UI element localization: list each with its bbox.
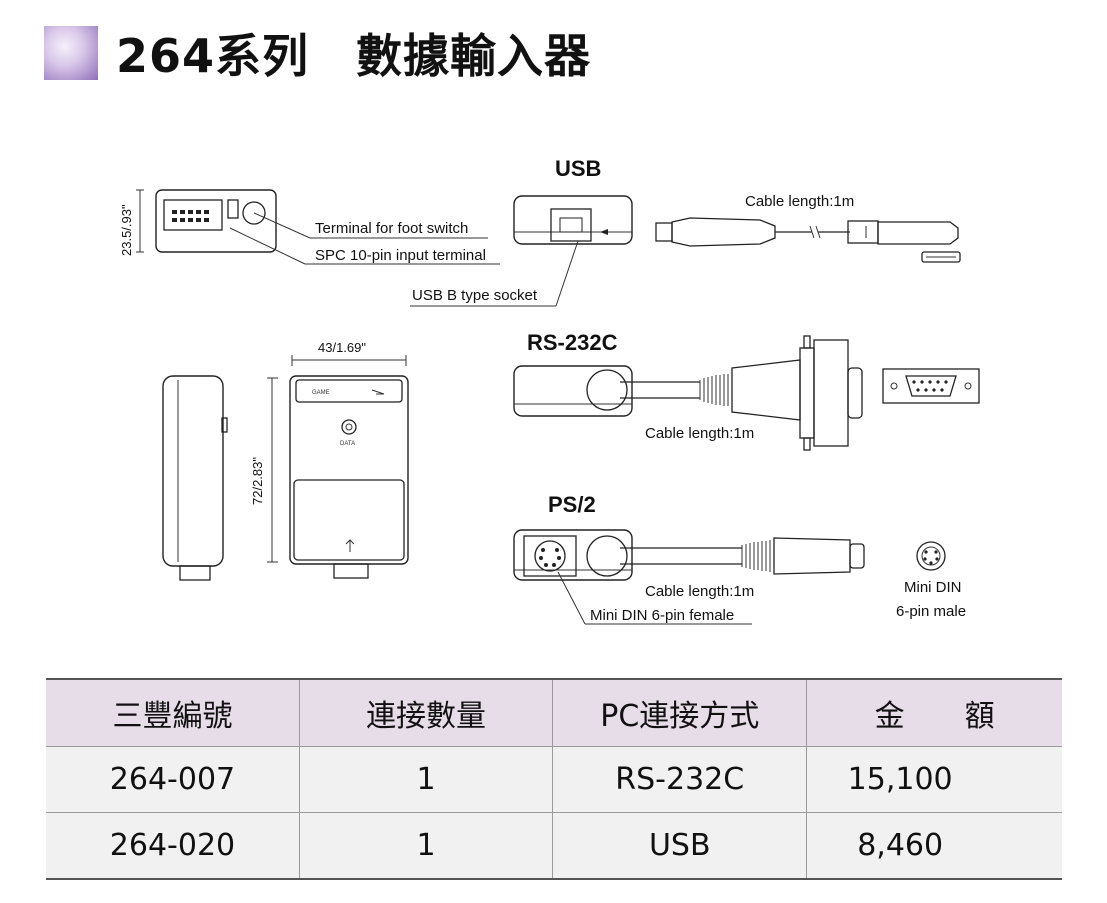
page-header: 264系列 數據輸入器 [44, 18, 591, 88]
product-diagram-svg: 23.5/.93" Terminal for foot switch SPC 1… [119, 156, 980, 625]
table-row: 264-020 1 USB 8,460 [46, 812, 1062, 880]
spc-terminal-label: SPC 10-pin input terminal [315, 247, 486, 264]
dim-width-label: 43/1.69" [318, 340, 366, 355]
cell-code: 264-007 [46, 746, 300, 813]
col-header-price: 金 額 [806, 678, 1062, 747]
dim-thickness-label: 23.5/.93" [119, 204, 134, 256]
col-header-qty: 連接數量 [298, 678, 554, 747]
panel-label-data: DATA [340, 441, 355, 447]
col-header-connection: PC連接方式 [552, 678, 808, 747]
cell-code: 264-020 [46, 812, 300, 880]
db9-connector-icon [882, 368, 980, 404]
foot-switch-label: Terminal for foot switch [315, 220, 468, 237]
ps2-heading: PS/2 [548, 492, 596, 517]
rs232-cable-length: Cable length:1m [645, 425, 754, 442]
usb-cable-length: Cable length:1m [745, 193, 854, 210]
page-title: 264系列 數據輸入器 [116, 29, 592, 83]
usb-a-plug-icon [921, 251, 961, 263]
ps2-device-end [513, 529, 865, 625]
usb-symbol-icon [345, 539, 355, 552]
table-header-row: 三豐編號 連接數量 PC連接方式 金 額 [46, 678, 1062, 747]
cell-price: 15,100 [806, 746, 1062, 813]
mini-din-female-label: Mini DIN 6-pin female [590, 607, 734, 624]
rs232-heading: RS-232C [527, 330, 618, 355]
product-diagram: 23.5/.93" Terminal for foot switch SPC 1… [0, 140, 1107, 660]
table-row: 264-007 1 RS-232C 15,100 [46, 746, 1062, 813]
data-button-icon [341, 419, 357, 435]
ps2-cable-length: Cable length:1m [645, 583, 754, 600]
mini-din-male-icon [916, 541, 946, 571]
price-table: 三豐編號 連接數量 PC連接方式 金 額 264-007 1 RS-232C 1… [46, 678, 1062, 880]
dim-height-label: 72/2.83" [250, 457, 265, 505]
col-header-code: 三豐編號 [46, 678, 300, 747]
usb-cable [600, 217, 961, 263]
cell-qty: 1 [298, 746, 554, 813]
panel-arrow-icon [371, 389, 385, 395]
cell-price: 8,460 [806, 812, 1062, 880]
mini-din-female-icon [534, 540, 566, 572]
cell-qty: 1 [298, 812, 554, 880]
device-front-view: GAME DATA [267, 355, 409, 579]
mini-din-male-label-1: Mini DIN [904, 579, 962, 596]
spc-10pin-terminal-icon [172, 210, 209, 222]
foot-switch-terminal-icon [242, 201, 266, 225]
panel-label-game: GAME [312, 390, 330, 396]
cell-connection: RS-232C [552, 746, 808, 813]
usb-b-socket-icon [550, 208, 592, 242]
device-left-side [162, 375, 228, 581]
device-side-view: 23.5/.93" [119, 189, 500, 265]
usb-heading: USB [555, 156, 601, 181]
rs232-device-end [513, 335, 863, 451]
usb-socket-label: USB B type socket [412, 287, 538, 304]
cell-connection: USB [552, 812, 808, 880]
mini-din-male-label-2: 6-pin male [896, 603, 966, 620]
title-square-icon [44, 26, 98, 80]
